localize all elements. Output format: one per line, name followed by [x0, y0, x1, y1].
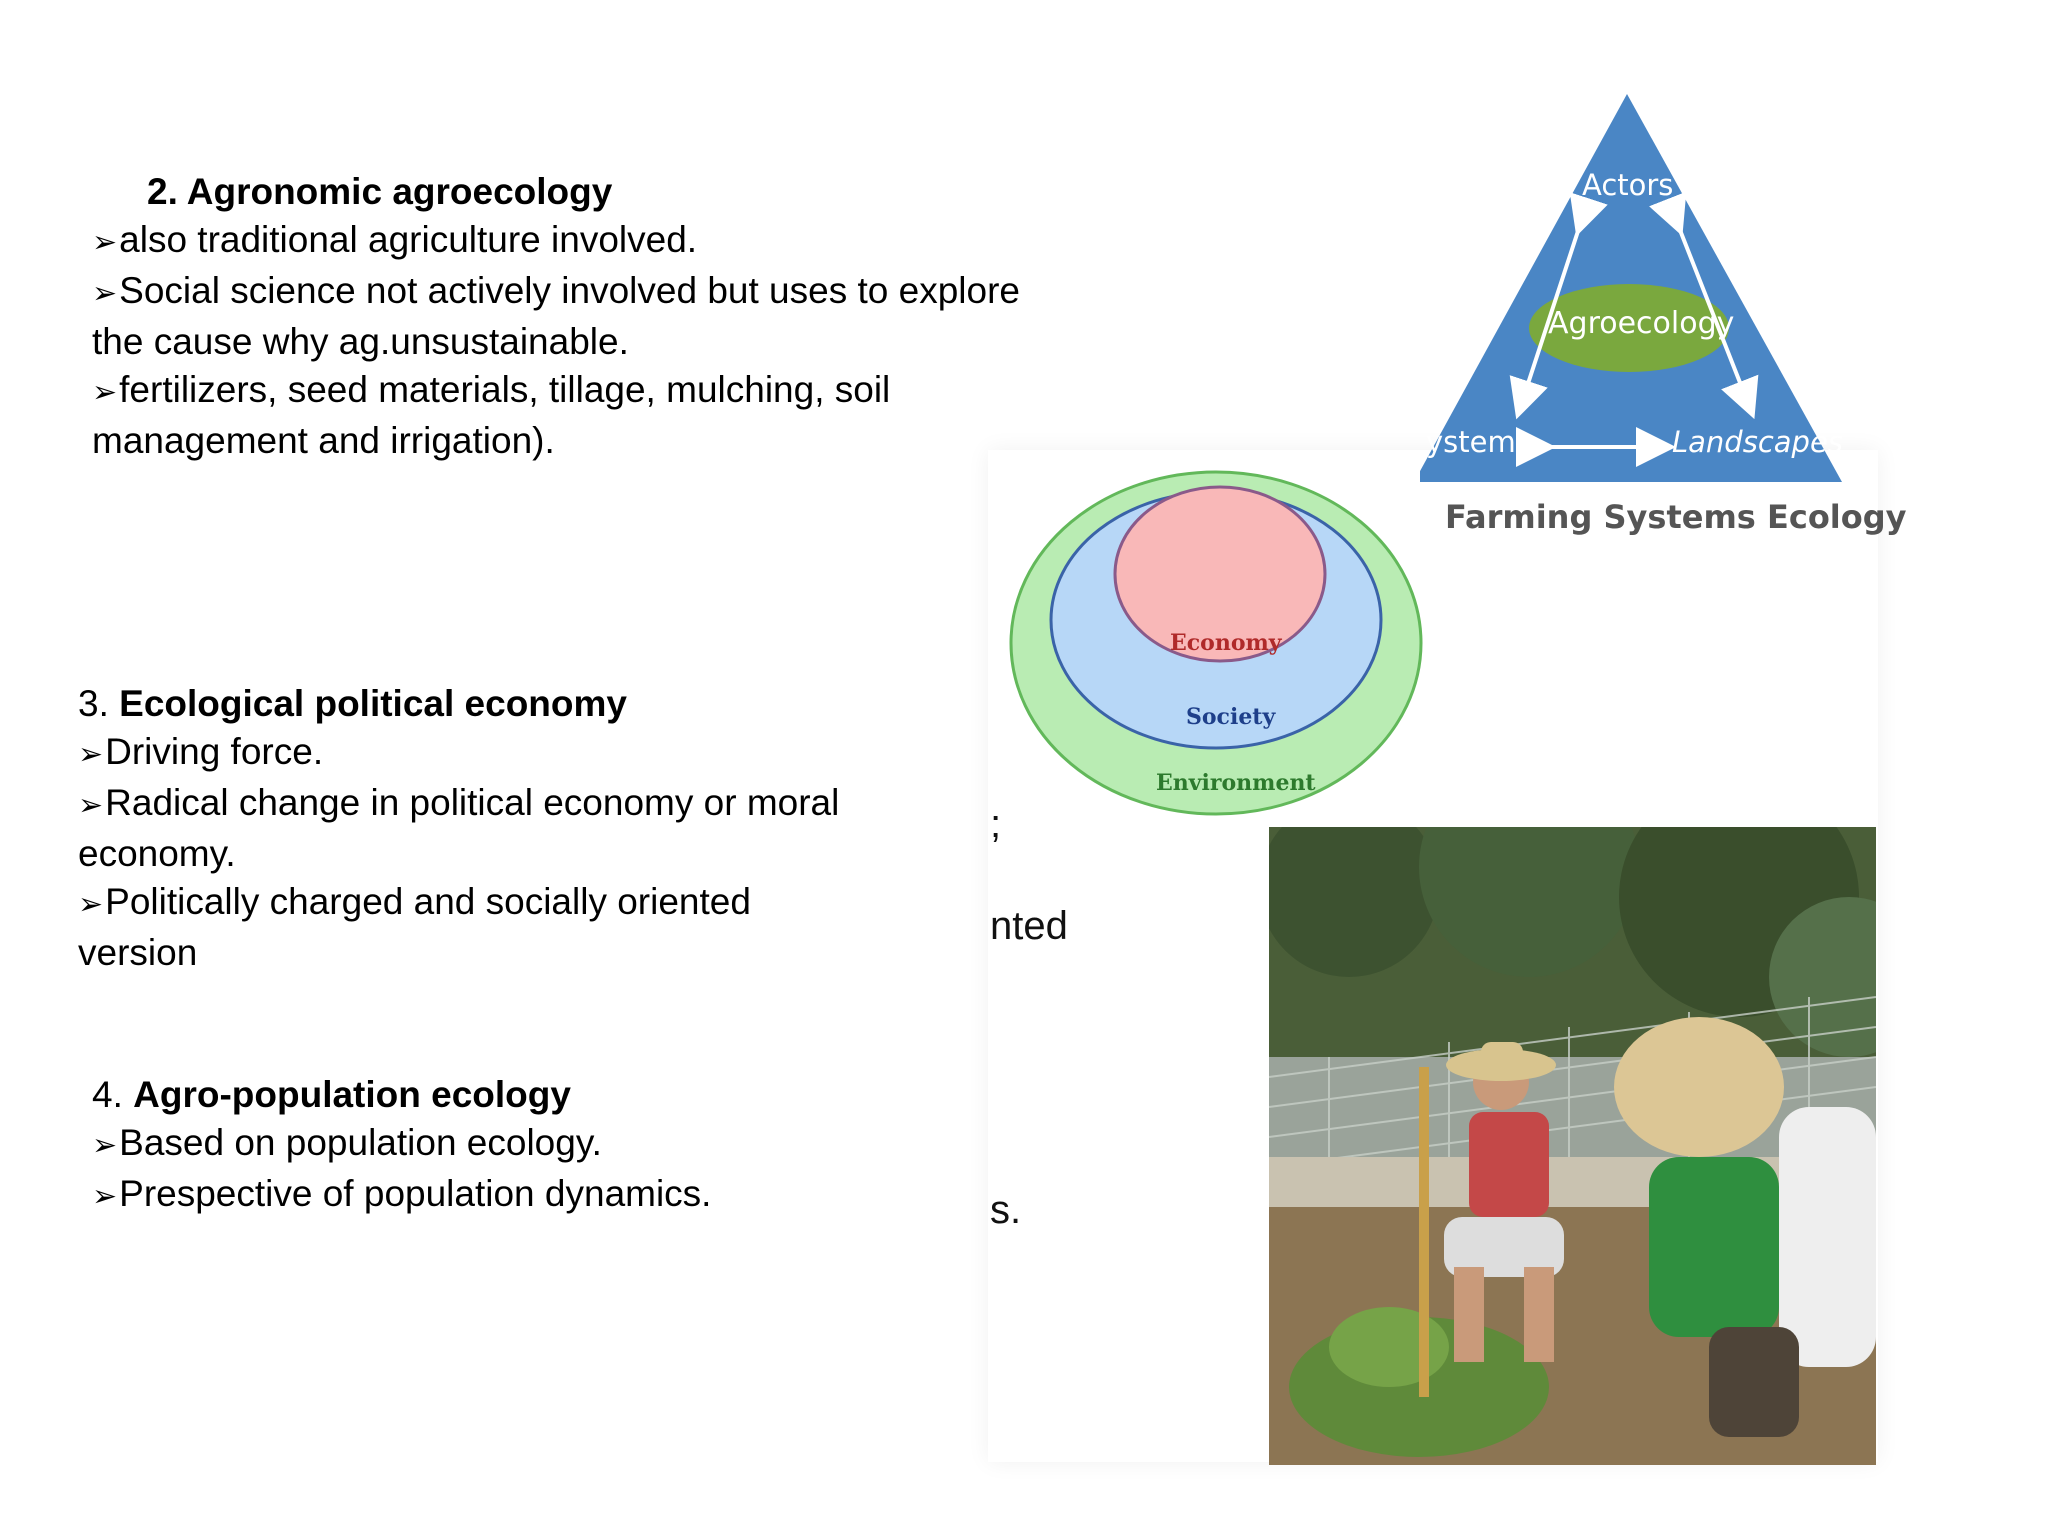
bullet-continuation: management and irrigation).	[92, 420, 555, 461]
economy-circle	[1113, 485, 1327, 663]
cropped-text-fragment: nted	[990, 904, 1068, 948]
section-heading: 3. Ecological political economy	[78, 680, 839, 728]
concentric-circles-graphic	[1009, 470, 1423, 816]
label-society: Society	[1186, 704, 1276, 730]
bullet-item: Driving force.	[78, 728, 839, 779]
triangle-graphic	[1420, 94, 1842, 482]
bullet-continuation: version	[78, 932, 198, 973]
economy-society-environment-diagram: Economy Society Environment	[1006, 460, 1426, 827]
section-title: Ecological political economy	[119, 683, 627, 724]
cropped-text-fragment: ;	[990, 802, 1002, 846]
label-actors: Actors	[1582, 168, 1674, 202]
label-agroecology: Agroecology	[1548, 306, 1735, 341]
label-landscapes: Landscapes	[1672, 425, 1843, 459]
label-systems: ystems	[1426, 425, 1531, 459]
photo-illustration	[1269, 827, 1876, 1465]
bullet-item: fertilizers, seed materials, tillage, mu…	[92, 366, 1020, 417]
label-environment: Environment	[1156, 770, 1316, 796]
section-agro-population-ecology: 4. Agro-population ecology Based on popu…	[92, 1071, 711, 1221]
bullet-item: also traditional agriculture involved.	[92, 216, 1020, 267]
section-number: 4.	[92, 1074, 134, 1115]
bullet-item: Prespective of population dynamics.	[92, 1170, 711, 1221]
bullet-item: Radical change in political economy or m…	[78, 779, 839, 830]
section-ecological-political-economy: 3. Ecological political economy Driving …	[78, 680, 839, 977]
diagram-caption: Farming Systems Ecology	[1445, 498, 1907, 536]
section-number: 3.	[78, 683, 120, 724]
bullet-item: Politically charged and socially oriente…	[78, 878, 839, 929]
label-economy: Economy	[1170, 630, 1282, 656]
bullet-item: Social science not actively involved but…	[92, 267, 1020, 318]
arrow-actors-landscapes	[1649, 191, 1759, 420]
bullet-continuation: economy.	[78, 833, 236, 874]
bullet-continuation: the cause why ag.unsustainable.	[92, 321, 629, 362]
bullet-item: Based on population ecology.	[92, 1119, 711, 1170]
farming-systems-ecology-diagram: Actors Agroecology ystems Landscapes	[1420, 90, 1880, 550]
arrow-actors-systems	[1509, 192, 1608, 420]
gardening-photo	[1269, 827, 1876, 1465]
section-heading: 4. Agro-population ecology	[92, 1071, 711, 1119]
cropped-text-fragment: s.	[990, 1188, 1022, 1232]
section-agronomic-agroecology: 2. Agronomic agroecology also traditiona…	[92, 168, 1020, 465]
section-heading: 2. Agronomic agroecology	[147, 171, 613, 212]
section-title: Agro-population ecology	[133, 1074, 571, 1115]
